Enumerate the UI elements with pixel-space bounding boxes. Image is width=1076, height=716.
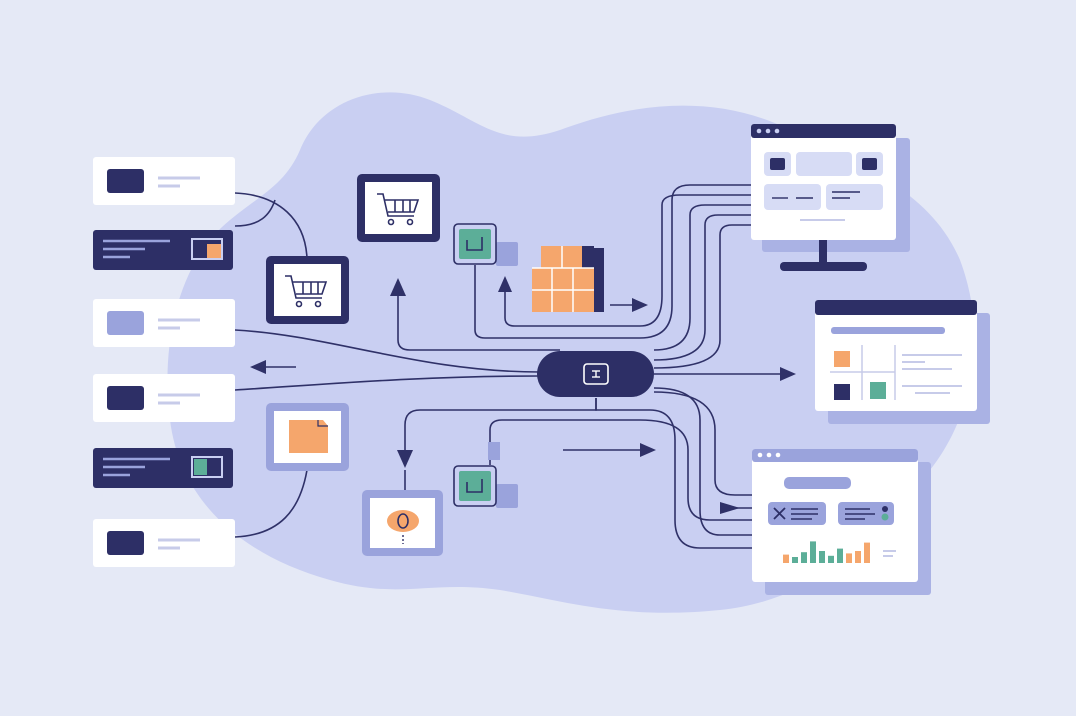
chart-bar xyxy=(846,553,852,563)
source-cards xyxy=(93,157,235,567)
cart-node[interactable] xyxy=(266,256,349,324)
arrow-up-icon xyxy=(390,278,406,296)
chart-bar xyxy=(792,557,798,563)
central-hub-icon xyxy=(583,363,609,385)
swatch xyxy=(107,386,144,410)
source-card-light[interactable] xyxy=(93,299,235,347)
module-node[interactable] xyxy=(453,223,518,266)
connection-lines xyxy=(234,184,780,549)
swatch xyxy=(194,459,207,475)
location-node[interactable] xyxy=(362,490,443,556)
cart-node[interactable] xyxy=(357,174,440,242)
swatch xyxy=(107,169,144,193)
swatch xyxy=(107,311,144,335)
arrow-up-icon xyxy=(498,276,512,292)
chart-bar xyxy=(855,551,861,563)
analytics-dashboard[interactable] xyxy=(752,449,931,595)
shopping-cart-icon xyxy=(285,275,328,308)
swatch xyxy=(107,531,144,555)
shopping-cart-icon xyxy=(377,193,420,226)
source-card-dark[interactable] xyxy=(93,230,233,270)
source-card-light[interactable] xyxy=(93,519,235,567)
bar-chart xyxy=(783,541,870,563)
source-card-light[interactable] xyxy=(93,374,235,422)
arrow-left-icon xyxy=(250,360,266,374)
chart-bar xyxy=(864,542,870,563)
source-card-light[interactable] xyxy=(93,157,235,205)
desktop-monitor[interactable] xyxy=(751,124,910,271)
central-hub[interactable] xyxy=(537,351,654,397)
arrow-right-icon xyxy=(632,298,648,312)
arrow-down-icon xyxy=(397,450,413,468)
module-node[interactable] xyxy=(453,442,518,508)
arrow-right-icon xyxy=(720,502,740,514)
stacked-boxes-icon[interactable] xyxy=(532,246,604,312)
arrowheads xyxy=(250,276,796,514)
chart-bar xyxy=(837,548,843,563)
arrow-right-icon xyxy=(640,443,656,457)
chart-bar xyxy=(819,551,825,563)
source-card-dark[interactable] xyxy=(93,448,233,488)
package-icon xyxy=(289,420,328,453)
chart-bar xyxy=(783,554,789,563)
swatch xyxy=(207,244,221,258)
chart-bar xyxy=(801,552,807,563)
arrow-right-icon xyxy=(780,367,796,381)
chart-bar xyxy=(810,541,816,563)
report-card[interactable] xyxy=(815,300,990,424)
location-pin-icon xyxy=(397,513,409,529)
close-icon xyxy=(773,507,786,520)
chart-bar xyxy=(828,555,834,563)
package-node[interactable] xyxy=(266,403,349,471)
